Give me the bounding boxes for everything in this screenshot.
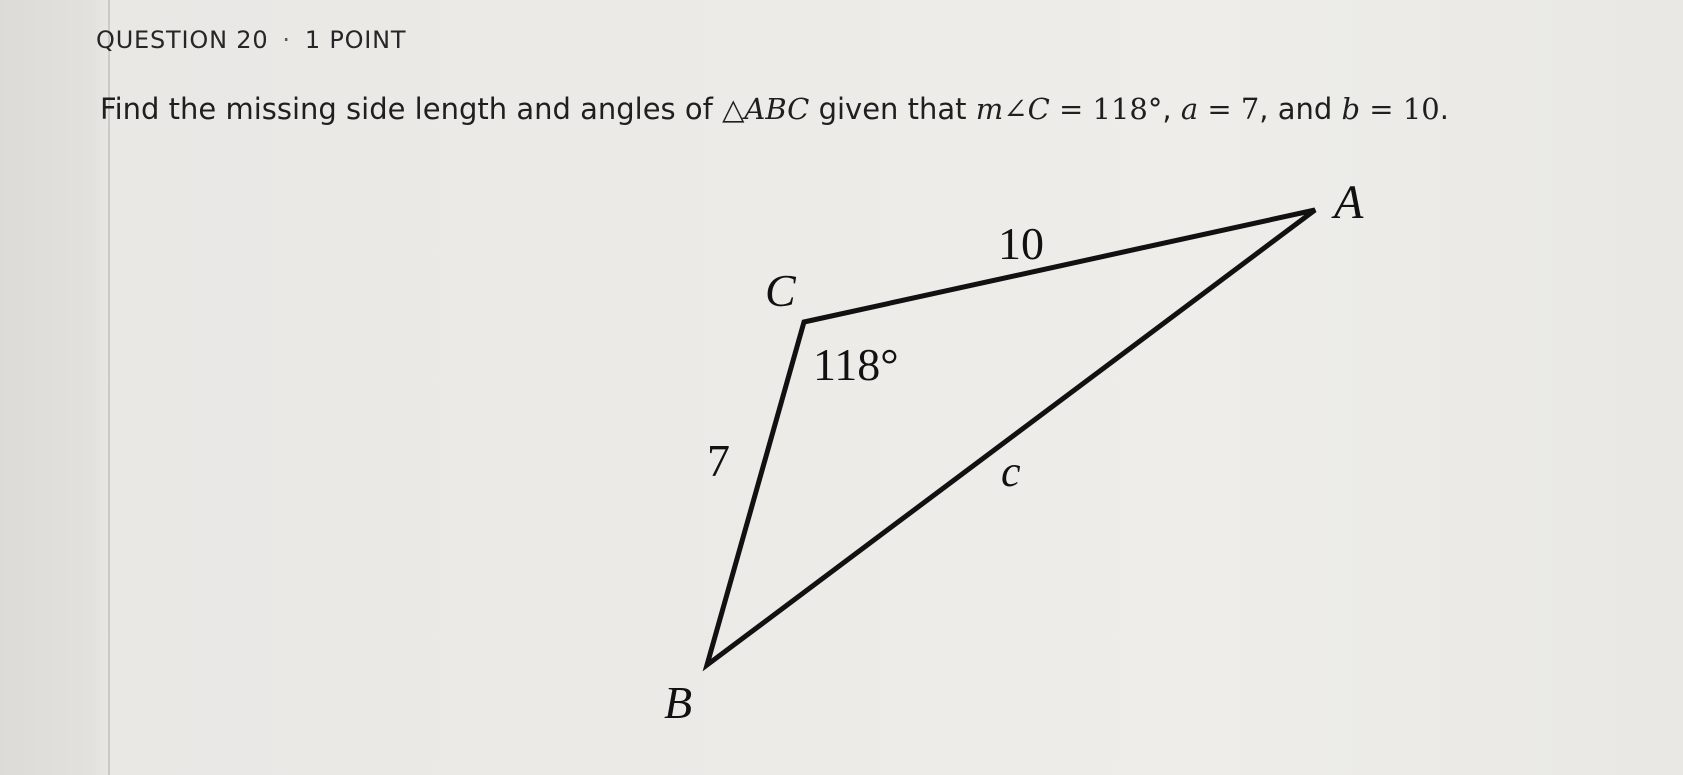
vertex-a-label: A (1331, 176, 1364, 229)
side-ab-label: c (1001, 447, 1021, 496)
question-number: QUESTION 20 (96, 26, 269, 54)
triangle-abc (702, 207, 1317, 672)
angle-measure-var: m (975, 92, 1004, 126)
prompt-separator-2: , and (1259, 92, 1342, 126)
side-a-var: a (1180, 92, 1199, 126)
triangle-symbol: △ (722, 92, 745, 126)
vertex-c-label: C (765, 265, 797, 316)
side-ca-label: 10 (998, 218, 1044, 269)
angle-c-label: 118° (813, 339, 899, 390)
prompt-end: . (1439, 92, 1449, 126)
prompt-separator-1: , (1162, 92, 1181, 126)
angle-vertex: C (1027, 92, 1050, 126)
page-edge-divider (108, 0, 110, 775)
angle-value: = 118° (1049, 92, 1163, 126)
prompt-lead: Find the missing side length and angles … (100, 92, 723, 126)
prompt-given: given that (809, 92, 976, 126)
question-points: 1 POINT (304, 26, 407, 54)
header-separator: · (282, 26, 291, 54)
side-b-value: = 10 (1360, 92, 1440, 126)
angle-symbol: ∠ (1003, 92, 1028, 126)
side-a-value: = 7 (1198, 92, 1260, 126)
question-prompt: Find the missing side length and angles … (100, 92, 1449, 126)
side-b-var: b (1341, 92, 1361, 126)
question-header: QUESTION 20 · 1 POINT (96, 26, 406, 54)
triangle-name: ABC (744, 92, 810, 126)
vertex-b-label: B (664, 677, 692, 728)
side-cb-label: 7 (707, 435, 730, 486)
